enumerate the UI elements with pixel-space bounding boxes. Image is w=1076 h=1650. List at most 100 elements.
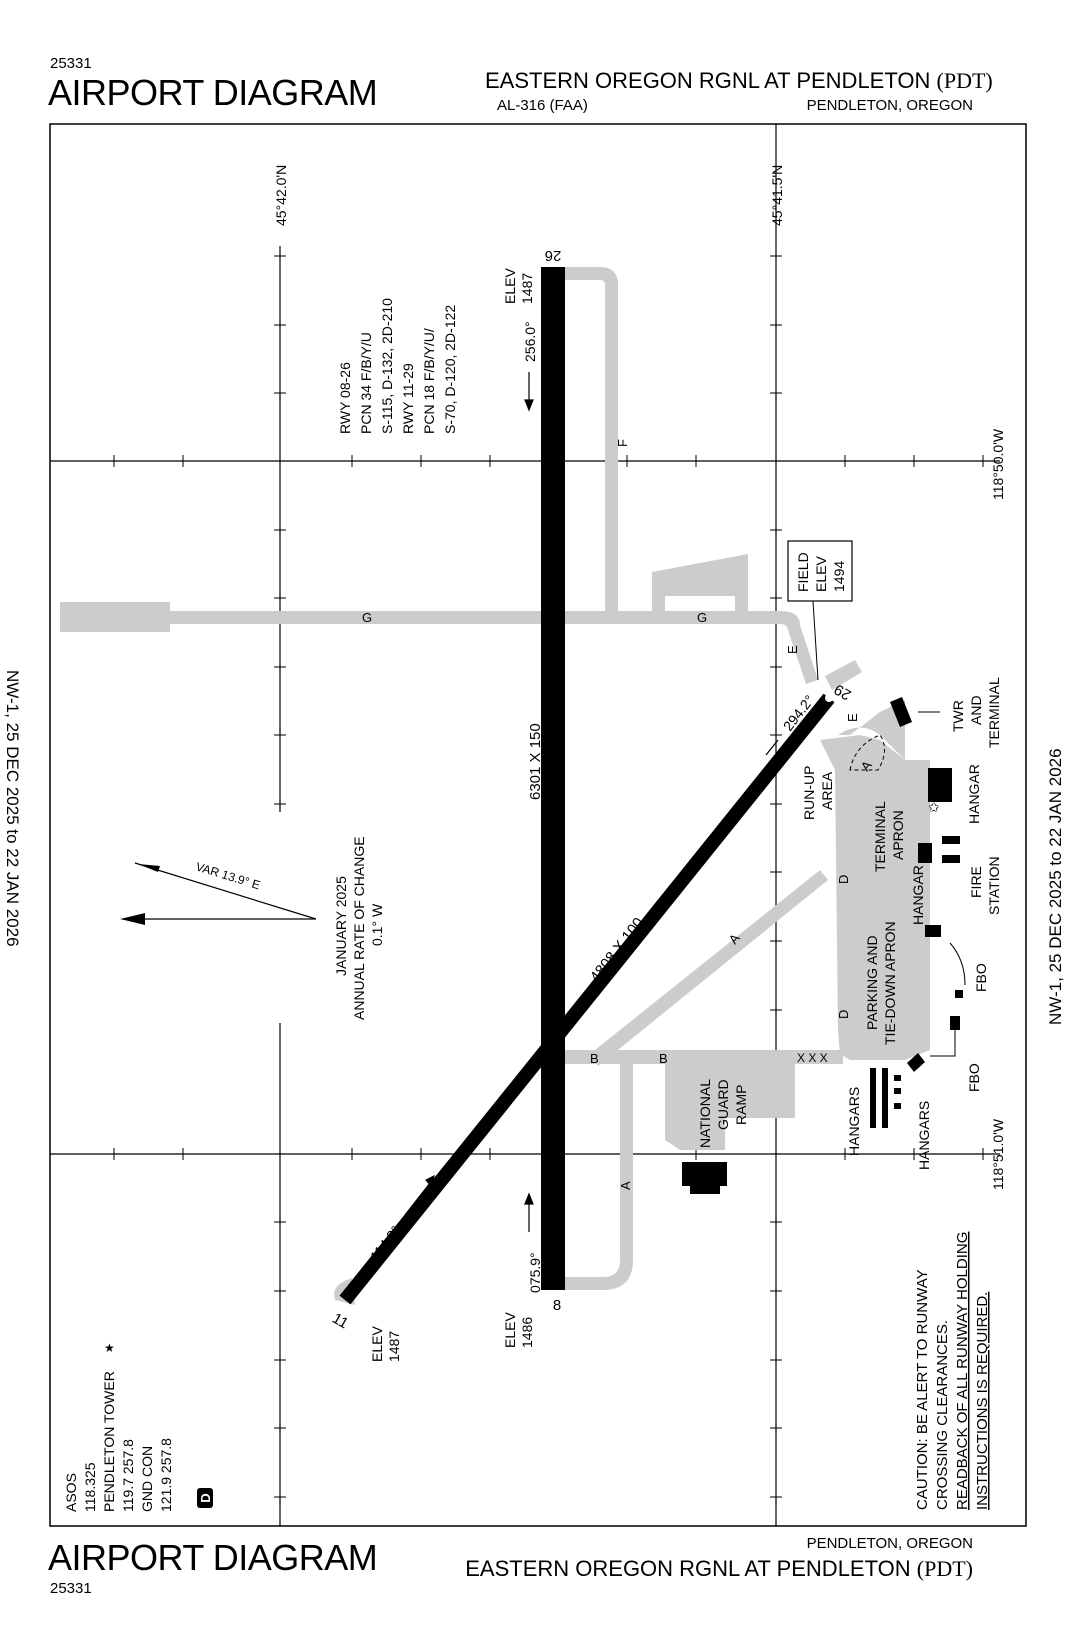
taxiway-label-e-small: E [845,713,860,722]
leader-lines [918,711,966,1057]
rwy11-heading-arrow-icon [425,1174,435,1188]
lat-label-1: 45°42.0'N [273,165,289,226]
runup-label-2: AREA [819,771,835,810]
terminal-apron-label-2: APRON [890,810,906,860]
taxiway-label-d-1: D [836,875,851,884]
caution-line3: READBACK OF ALL RUNWAY HOLDING [954,1232,971,1510]
rwy26-number: 26 [545,247,562,264]
buildings [682,697,963,1194]
field-elev-line2: ELEV [813,556,829,592]
airport-name-top: EASTERN OREGON RGNL AT PENDLETON (PDT) [485,68,993,94]
taxiway-label-b-1: B [590,1051,599,1066]
hangars-small-3 [894,1103,901,1109]
hangar-building-2 [918,843,932,863]
fbo-building-3 [907,1053,925,1072]
fbo-label-2: FBO [966,1063,982,1092]
rwy-info-line6: S-70, D-120, 2D-122 [442,305,458,434]
twr-label-1: TWR [950,700,966,732]
runup-area-outline [849,734,885,771]
taxiway-g [170,611,780,624]
hangars-label-2: HANGARS [916,1101,932,1170]
rwy26-elev-value: 1487 [519,273,535,304]
terminal-apron-label-1: TERMINAL [872,801,888,872]
d-atis-letter: D [198,1493,213,1502]
taxiway-a-south [560,1064,633,1290]
rwy29-heading-arrow-line [765,739,779,756]
hangar-building-3 [925,925,941,937]
hangar-label-1: HANGAR [966,764,982,824]
rwy8-heading: 075.9° [527,1252,543,1293]
airport-id-text: (PDT) [916,1556,973,1581]
field-elev-line1: FIELD [795,552,811,592]
true-north-arrow-icon [120,913,145,925]
taxiway-layer [60,267,930,1305]
tower-label: PENDLETON TOWER [101,1371,117,1512]
parking-tiedown-apron [820,735,930,1060]
airport-name-text: EASTERN OREGON RGNL AT PENDLETON [465,1556,911,1581]
fire-station-label-2: STATION [986,856,1002,915]
rwy11-elev-label: ELEV [369,1326,385,1362]
rwy-info-line5: PCN 18 F/B/Y/U/ [421,328,437,434]
rwy-info-line2: PCN 34 F/B/Y/U [358,332,374,434]
procedure-id: AL-316 (FAA) [497,97,588,114]
chart-title-top: AIRPORT DIAGRAM [48,72,378,113]
hangar-label-2: HANGAR [910,865,926,925]
tower-star-icon: ✩ [928,799,940,815]
runway-08-26 [541,267,565,1290]
rwy26-heading: 256.0° [522,321,538,362]
hangars-small-2 [894,1088,901,1094]
taxiway-g-west-pad [60,602,170,632]
asos-label: ASOS [63,1473,79,1512]
gnd-freq: 121.9 257.8 [158,1438,174,1512]
field-elev-leader [812,600,819,681]
caution-line4: INSTRUCTIONS IS REQUIRED. [974,1292,991,1510]
chart-number-top: 25331 [50,55,92,72]
taxiway-label-f: F [615,439,630,447]
magvar-label: VAR 13.9° E [194,859,262,892]
hangars-small-1 [894,1075,901,1081]
location-top: PENDLETON, OREGON [806,97,973,114]
hangar-building [928,768,952,802]
chart-title-bottom: AIRPORT DIAGRAM [48,1537,378,1578]
taxiway-e [780,611,818,684]
national-guard-ramp [665,1064,795,1150]
national-guard-building [682,1162,727,1186]
magvar-text: JANUARY 2025 ANNUAL RATE OF CHANGE 0.1° … [333,836,385,1020]
heading-arrows [404,372,779,1232]
magnetic-north-arrow-icon [138,864,160,872]
hangars-row-1 [870,1068,876,1128]
national-guard-label-3: RAMP [733,1085,749,1125]
twr-terminal-building [890,697,912,727]
rwy26-elev-label: ELEV [502,268,518,304]
coordinate-labels: 45°42.0'N 45°41.5'N 118°50.0'W 118°51.0'… [273,165,1006,1190]
magvar-line1: JANUARY 2025 [333,876,349,976]
rwy26-heading-arrow-icon [524,399,534,412]
hangars-label-1: HANGARS [846,1087,862,1156]
tower-freq: 119.7 257.8 [120,1439,136,1512]
magnetic-north-line [134,862,317,920]
rwy11-elev-value: 1487 [386,1331,402,1362]
airport-id-text: (PDT) [936,68,993,93]
rwy-info-line4: RWY 11-29 [400,363,416,434]
national-guard-building-base [690,1186,720,1194]
fbo-leader-2 [930,1030,956,1057]
runup-label-1: RUN-UP [801,766,817,820]
fire-station-b [942,855,960,863]
runway-11-29 [339,693,835,1305]
taxiway-f [553,267,618,611]
taxiway-label-g-east: G [697,610,707,625]
runway-info-block: RWY 08-26 PCN 34 F/B/Y/U S-115, D-132, 2… [337,298,458,434]
rwy11-heading-arrow-line [404,1182,431,1216]
taxiway-label-b-2: B [659,1051,668,1066]
rwy-info-line1: RWY 08-26 [337,362,353,434]
lon-label-2: 118°51.0'W [990,1118,1006,1190]
fire-station-label-1: FIRE [968,866,984,898]
rwy-11-29-dims: 4808 X 100 [587,915,648,986]
xxx-label: X X X [797,1051,828,1065]
hangars-row-2 [882,1068,888,1128]
runup-area-shape [838,700,905,760]
taxiway-label-e: E [785,645,800,654]
gnd-label: GND CON [139,1446,155,1512]
facility-labels: TWR AND TERMINAL HANGAR HANGAR FIRE STAT… [697,677,1002,1170]
